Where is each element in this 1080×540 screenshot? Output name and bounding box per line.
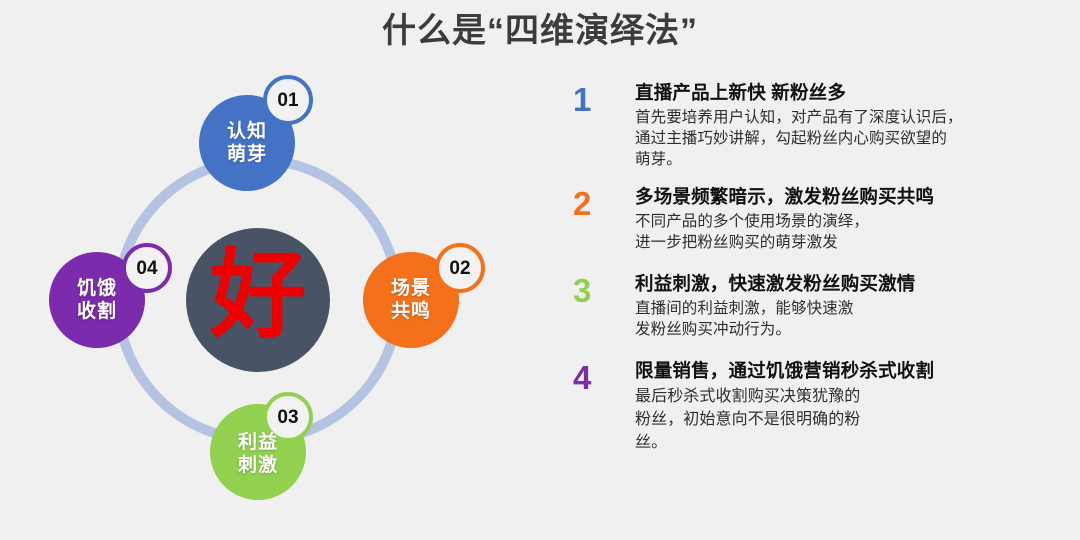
- step-3-number: 3: [573, 272, 592, 309]
- step-item-1: 1 直播产品上新快 新粉丝多 首先要培养用户认知，对产品有了深度认识后， 通过主…: [565, 80, 1080, 170]
- step-4-heading: 限量销售，通过饥饿营销秒杀式收割: [635, 360, 935, 381]
- step-2-number: 2: [573, 185, 592, 222]
- step-4-body: 最后秒杀式收割购买决策犹豫的 粉丝，初始意向不是很明确的粉 丝。: [635, 388, 861, 451]
- step-2-heading: 多场景频繁暗示，激发粉丝购买共鸣: [635, 186, 935, 207]
- diagram-canvas: [49, 75, 485, 500]
- node-04-badge-ring: [122, 243, 172, 293]
- four-dimension-cycle-diagram: 好 认知 萌芽 01 场景 共鸣 02 利益 刺激 03 饥饿 收割 04: [0, 55, 540, 540]
- step-item-4: 4 限量销售，通过饥饿营销秒杀式收割 最后秒杀式收割购买决策犹豫的 粉丝，初始意…: [565, 358, 1080, 454]
- center-circle: [186, 228, 330, 372]
- steps-list: 1 直播产品上新快 新粉丝多 首先要培养用户认知，对产品有了深度认识后， 通过主…: [565, 80, 1080, 462]
- node-03-group[interactable]: [210, 392, 313, 500]
- step-3-body: 直播间的利益刺激，能够快速激 发粉丝购买冲动行为。: [635, 300, 854, 338]
- step-1-number: 1: [573, 81, 592, 118]
- step-item-2: 2 多场景频繁暗示，激发粉丝购买共鸣 不同产品的多个使用场景的演绎， 进一步把粉…: [565, 184, 1080, 253]
- step-1-body: 首先要培养用户认知，对产品有了深度认识后， 通过主播巧妙讲解，勾起粉丝内心购买欲…: [635, 109, 963, 168]
- step-item-3: 3 利益刺激，快速激发粉丝购买激情 直播间的利益刺激，能够快速激 发粉丝购买冲动…: [565, 271, 1080, 340]
- node-01-badge-ring: [263, 75, 313, 125]
- node-02-circle[interactable]: [363, 252, 459, 348]
- page-title: 什么是“四维演绎法”: [382, 12, 698, 50]
- node-04-group[interactable]: [49, 243, 172, 348]
- step-4-number: 4: [573, 359, 592, 396]
- node-02-badge-ring: [435, 243, 485, 293]
- step-3-heading: 利益刺激，快速激发粉丝购买激情: [635, 273, 916, 294]
- step-1-heading: 直播产品上新快 新粉丝多: [635, 82, 847, 103]
- node-02-group[interactable]: [363, 243, 485, 348]
- node-04-circle[interactable]: [49, 252, 145, 348]
- node-01-group[interactable]: [199, 75, 313, 191]
- node-03-badge-ring: [263, 392, 313, 442]
- step-2-body: 不同产品的多个使用场景的演绎， 进一步把粉丝购买的萌芽激发: [635, 213, 870, 251]
- node-01-circle[interactable]: [199, 95, 295, 191]
